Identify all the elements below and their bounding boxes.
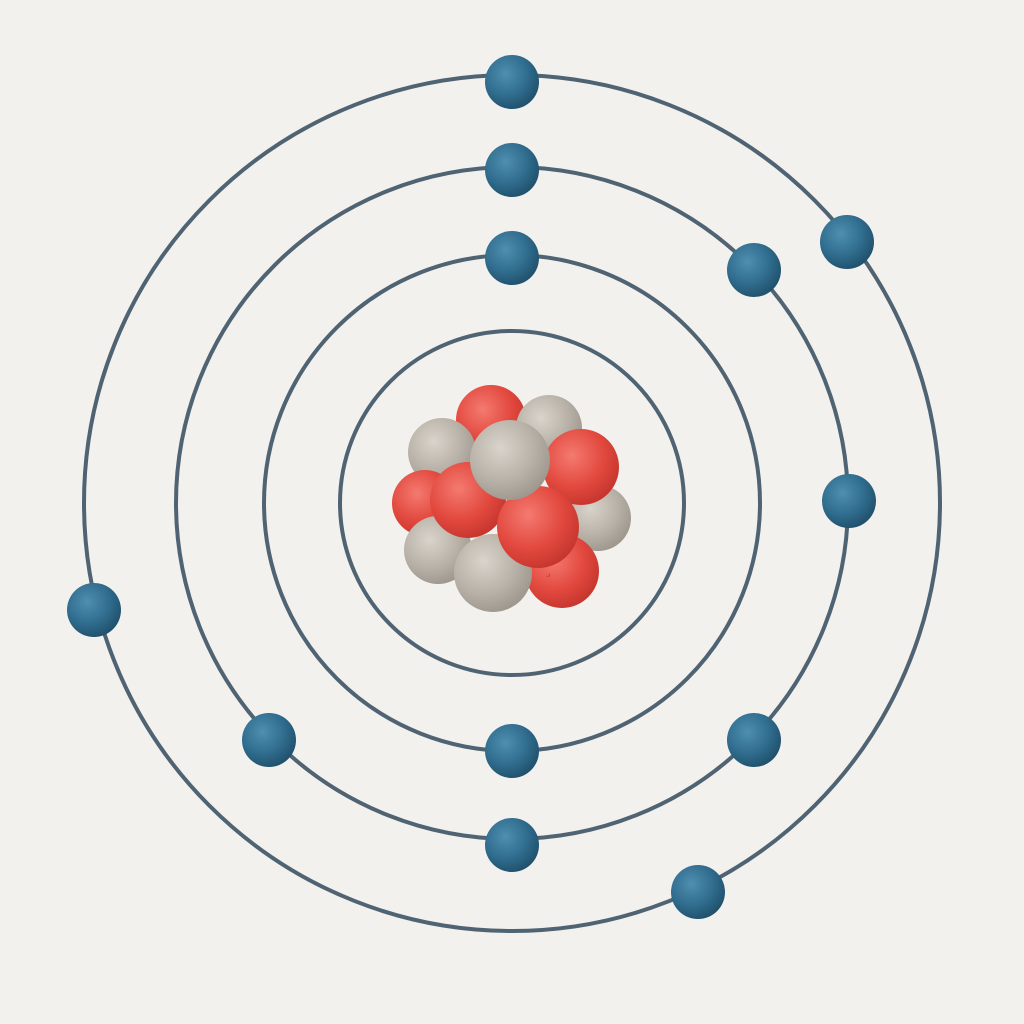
nucleus xyxy=(392,385,631,612)
electrons-layer xyxy=(67,55,876,919)
electron-shell-4 xyxy=(485,55,539,109)
electron-shell-3 xyxy=(485,143,539,197)
proton xyxy=(543,429,619,505)
proton xyxy=(497,486,579,568)
electron-shell-3 xyxy=(485,818,539,872)
electron-shell-3 xyxy=(242,713,296,767)
proton xyxy=(546,573,550,577)
electron-shell-4 xyxy=(67,583,121,637)
electron-shell-4 xyxy=(820,215,874,269)
neutron xyxy=(470,420,550,500)
electron-shell-4 xyxy=(671,865,725,919)
orbit-shell-1 xyxy=(338,329,686,677)
electron-shell-3 xyxy=(727,243,781,297)
electron-shell-2 xyxy=(485,231,539,285)
electron-shell-2 xyxy=(485,724,539,778)
electron-shell-3 xyxy=(822,474,876,528)
electron-shell-3 xyxy=(727,713,781,767)
